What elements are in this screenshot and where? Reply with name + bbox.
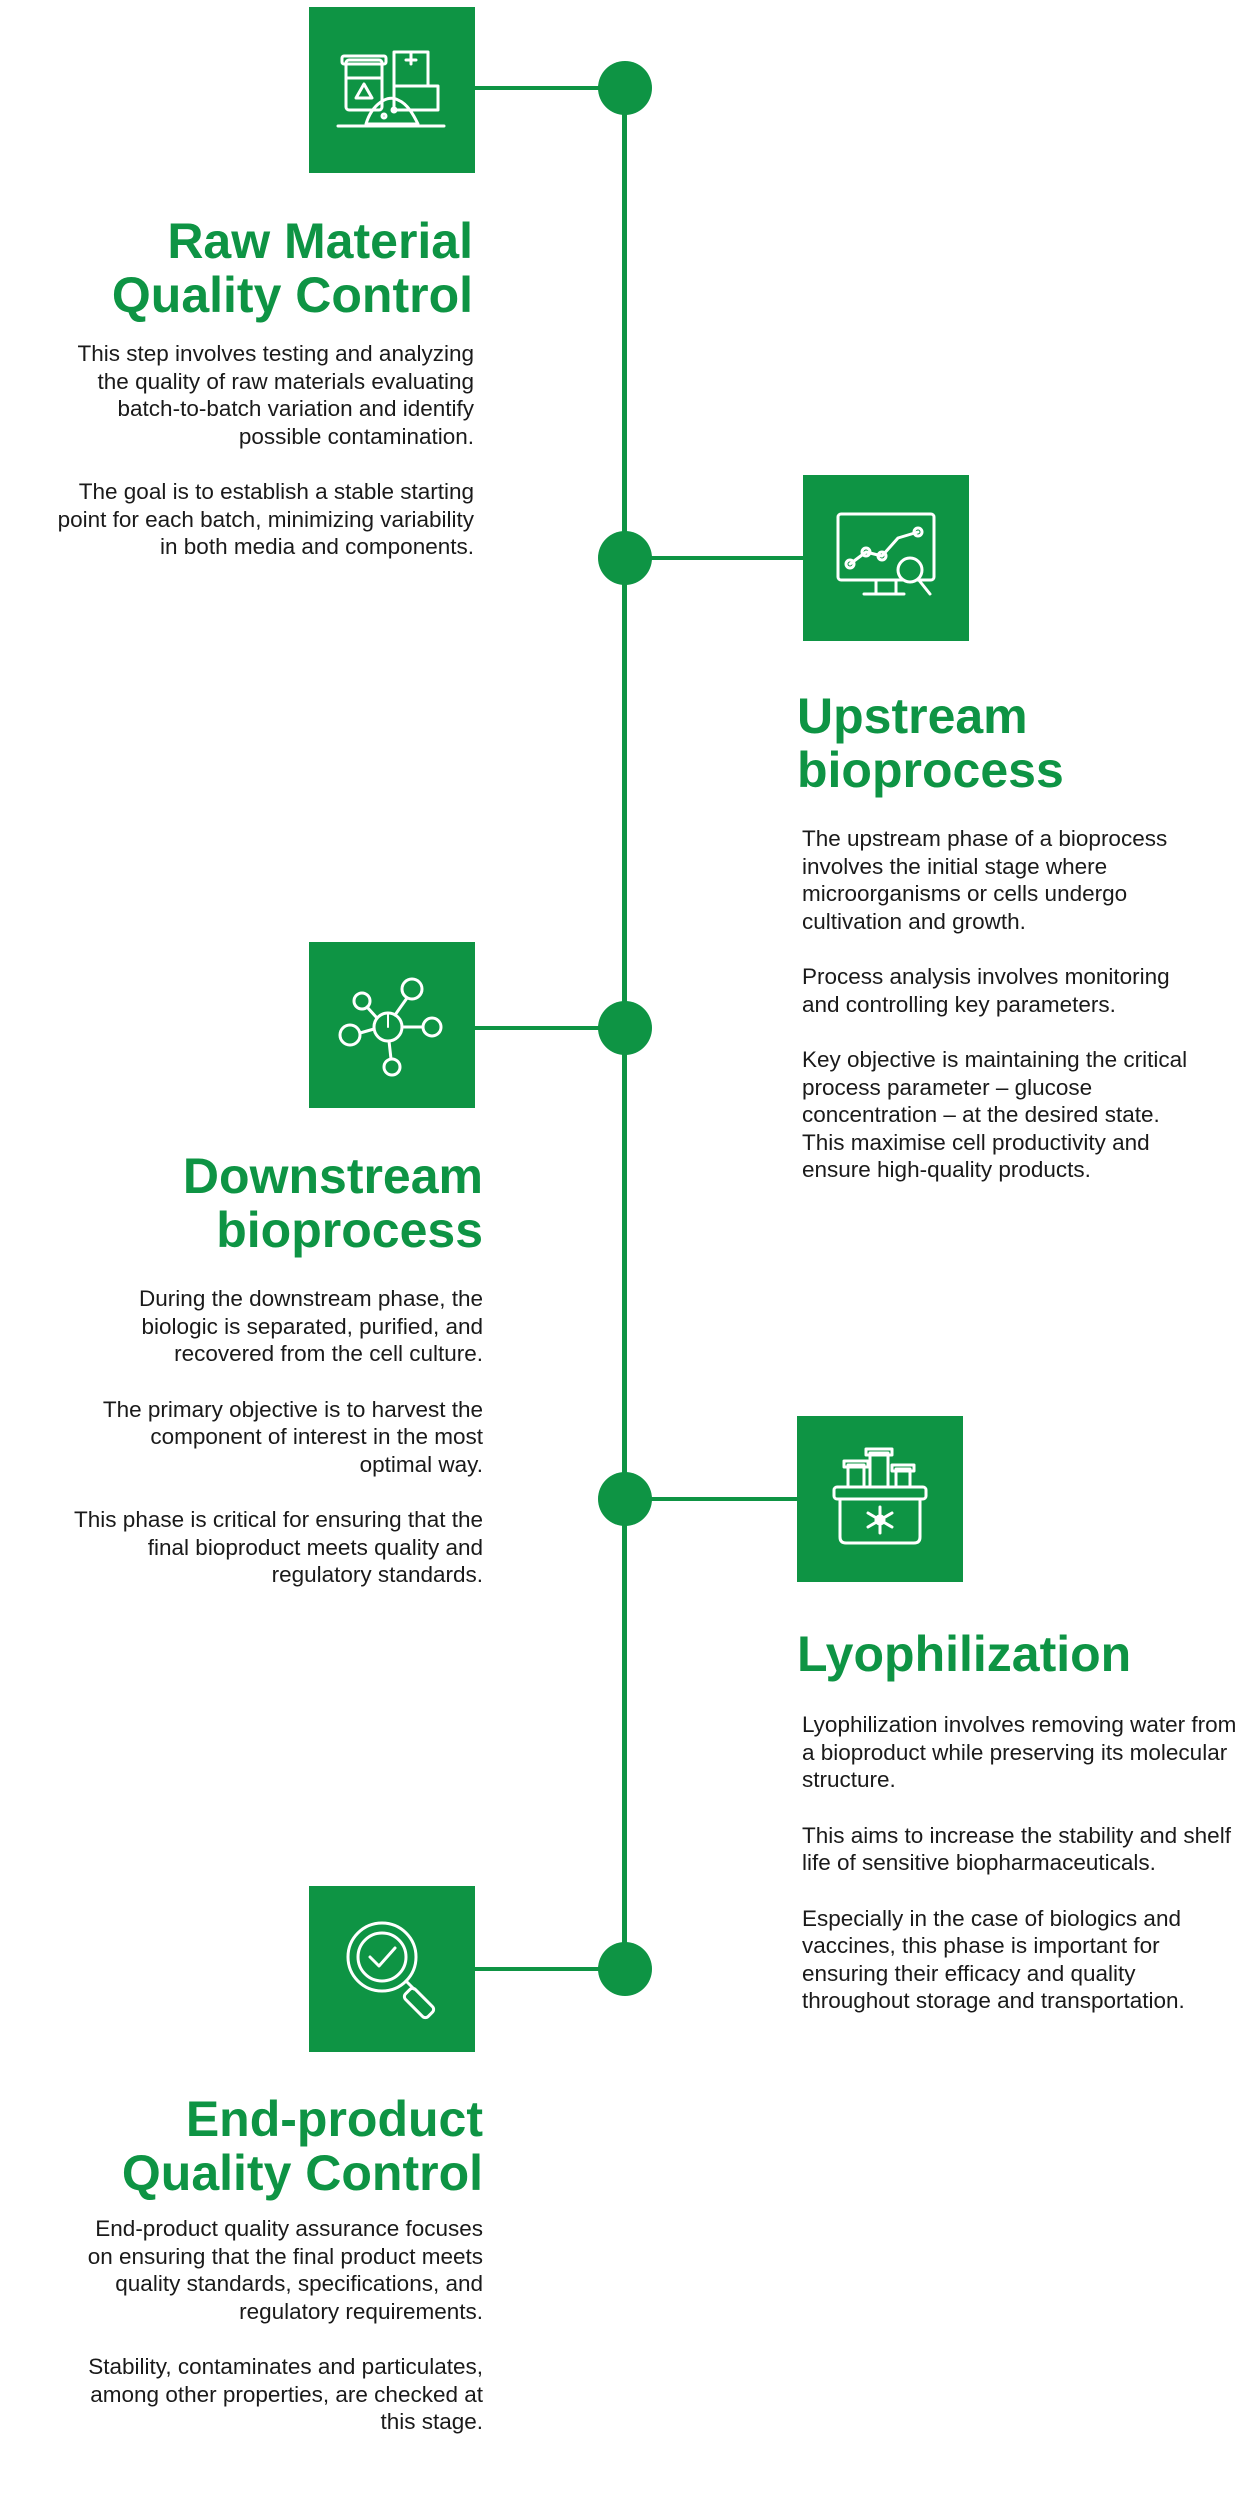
title-raw-material-line2: Quality Control — [111, 267, 473, 323]
title-end-product: End-product Quality Control — [3, 2092, 483, 2200]
timeline-node-lyophilization — [598, 1472, 652, 1526]
title-raw-material: Raw Material Quality Control — [0, 214, 473, 322]
monitor-analysis-icon — [803, 475, 969, 641]
paragraph: This phase is critical for ensuring that… — [74, 1507, 483, 1587]
paragraph: The goal is to establish a stable starti… — [57, 479, 474, 559]
timeline-node-upstream — [598, 531, 652, 585]
paragraph: During the downstream phase, the biologi… — [139, 1286, 483, 1366]
title-upstream-line2: bioprocess — [797, 742, 1064, 798]
title-end-product-line2: Quality Control — [121, 2145, 483, 2201]
timeline-connector-lyophilization — [650, 1497, 798, 1501]
description-end-product: End-product quality assurance focuses on… — [73, 2215, 483, 2464]
paragraph: Stability, contaminates and particulates… — [88, 2354, 483, 2434]
paragraph: Lyophilization involves removing water f… — [802, 1712, 1237, 1792]
paragraph: The primary objective is to harvest the … — [102, 1396, 483, 1477]
timeline-node-end-product — [598, 1942, 652, 1996]
description-lyophilization: Lyophilization involves removing water f… — [802, 1711, 1242, 2043]
timeline-node-downstream — [598, 1001, 652, 1055]
title-downstream-line2: bioprocess — [216, 1202, 483, 1258]
title-lyophilization: Lyophilization — [797, 1627, 1217, 1681]
timeline-connector-end-product — [474, 1967, 600, 1971]
magnifier-check-icon — [309, 1886, 475, 2052]
paragraph: The upstream phase of a bioprocess invol… — [802, 826, 1168, 934]
title-upstream-line1: Upstream — [797, 688, 1028, 744]
title-upstream: Upstream bioprocess — [797, 689, 1217, 797]
paragraph: Process analysis involves monitoring and… — [802, 964, 1170, 1017]
paragraph: Especially in the case of biologics and … — [802, 1905, 1185, 2014]
description-raw-material: This step involves testing and analyzing… — [54, 340, 474, 589]
title-raw-material-line1: Raw Material — [167, 213, 473, 269]
timeline-node-raw-material — [598, 61, 652, 115]
description-downstream: During the downstream phase, the biologi… — [73, 1285, 483, 1617]
paragraph: This aims to increase the stability and … — [802, 1822, 1231, 1876]
molecule-network-icon — [309, 942, 475, 1108]
paragraph: This step involves testing and analyzing… — [77, 341, 474, 449]
timeline-connector-raw-material — [474, 86, 600, 90]
title-downstream: Downstream bioprocess — [3, 1149, 483, 1257]
title-lyophilization-line1: Lyophilization — [797, 1626, 1132, 1682]
raw-materials-icon — [309, 7, 475, 173]
paragraph: End-product quality assurance focuses on… — [87, 2216, 483, 2324]
timeline-connector-downstream — [474, 1026, 600, 1030]
description-upstream: The upstream phase of a bioprocess invol… — [802, 825, 1207, 1212]
title-end-product-line1: End-product — [185, 2091, 483, 2147]
title-downstream-line1: Downstream — [182, 1148, 483, 1204]
freeze-vials-icon — [797, 1416, 963, 1582]
timeline-connector-upstream — [650, 556, 803, 560]
paragraph: Key objective is maintaining the critica… — [802, 1047, 1188, 1182]
